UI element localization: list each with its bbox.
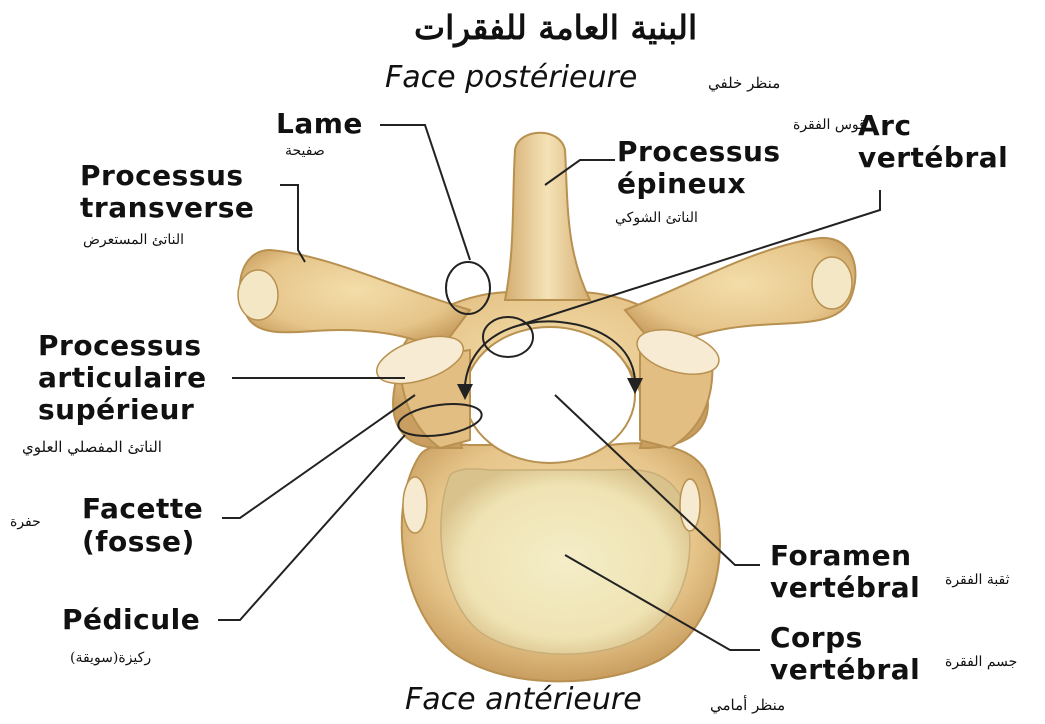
label-processus-articulaire-ar: الناتئ المفصلي العلوي — [22, 438, 162, 456]
label-corps-line1: Corps — [770, 622, 863, 654]
spinous-process-shape — [505, 133, 590, 300]
label-processus-epineux-line2: épineux — [617, 168, 746, 200]
label-pedicule: Pédicule — [62, 604, 200, 636]
face-posterior-label-ar: منظر خلفي — [708, 74, 780, 92]
label-foramen-line1: Foramen — [770, 540, 912, 572]
label-lame: Lame — [276, 108, 363, 140]
label-facette-line1: Facette — [82, 493, 203, 525]
label-processus-articulaire-line2: articulaire — [38, 362, 207, 394]
label-processus-transverse-ar: الناتئ المستعرض — [83, 232, 184, 248]
page-title: البنية العامة للفقرات — [414, 8, 697, 47]
label-foramen-ar: ثقبة الفقرة — [945, 572, 1010, 588]
label-processus-epineux-ar: الناتئ الشوكي — [615, 210, 698, 226]
articular-process-left-shape — [371, 327, 470, 448]
label-facette-line2: (fosse) — [82, 526, 195, 558]
vertebral-body-shape — [402, 443, 720, 681]
label-processus-transverse-line1: Processus — [80, 160, 244, 192]
articular-process-right-shape — [632, 322, 723, 448]
label-corps-line2: vertébral — [770, 654, 920, 686]
label-pedicule-ar: ركيزة(سويقة) — [70, 650, 151, 666]
transverse-process-left-shape — [238, 250, 470, 350]
label-arc-vertebral-ar: قوس الفقرة — [793, 117, 866, 133]
face-anterior-label-ar: منظر أمامي — [710, 696, 785, 714]
label-processus-articulaire-line1: Processus — [38, 330, 202, 362]
face-posterior-label: Face postérieure — [385, 60, 637, 95]
label-arc-vertebral-line2: vertébral — [858, 142, 1008, 174]
label-facette-ar: حفرة — [10, 514, 41, 530]
face-anterior-label: Face antérieure — [405, 682, 642, 717]
label-lame-ar: صفيحة — [285, 143, 325, 159]
label-corps-ar: جسم الفقرة — [945, 654, 1017, 670]
label-arc-vertebral-line1: Arc — [858, 110, 912, 142]
label-processus-epineux-line1: Processus — [617, 136, 781, 168]
label-processus-articulaire-line3: supérieur — [38, 394, 194, 426]
label-foramen-line2: vertébral — [770, 572, 920, 604]
label-processus-transverse-line2: transverse — [80, 192, 254, 224]
